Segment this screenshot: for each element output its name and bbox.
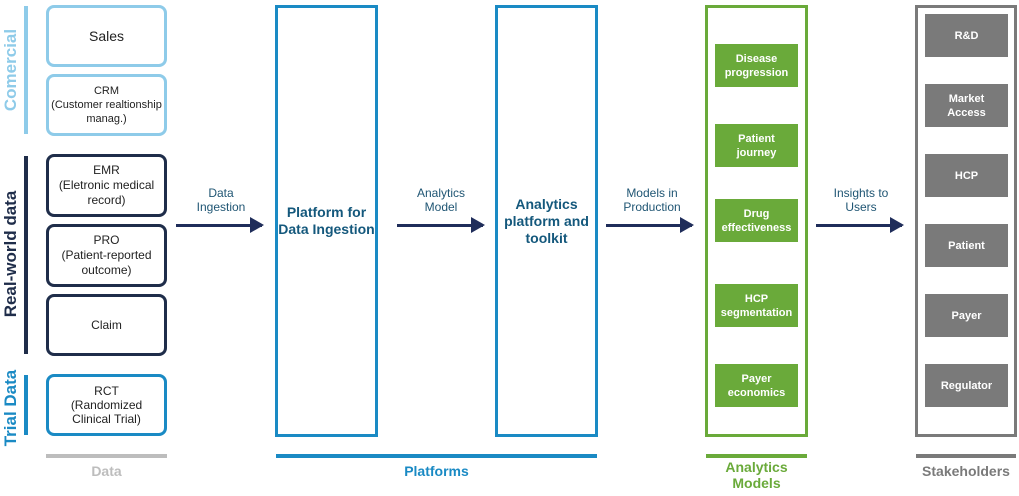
stakeholder-patient: Patient: [925, 224, 1008, 267]
source-crm: CRM (Customer realtionship manag.): [46, 74, 167, 136]
source-title: PRO: [93, 233, 120, 247]
arrow-label-models-in-production: Models in Production: [623, 186, 681, 214]
comercial-group-bar: [24, 6, 28, 134]
comercial-group-label: Comercial: [1, 28, 20, 112]
arrow-analytics-model: [397, 217, 485, 233]
source-title: Claim: [91, 318, 122, 332]
source-subtitle: (Patient-reported outcome): [61, 248, 152, 277]
source-title: EMR: [93, 163, 120, 177]
stakeholders-container: [915, 5, 1017, 437]
source-subtitle: (Randomized Clinical Trial): [70, 398, 143, 426]
arrow-label-data-ingestion: Data Ingestion: [196, 186, 246, 214]
arrow-insights-to-users: [816, 217, 904, 233]
model-patient-journey: Patient journey: [715, 124, 798, 167]
platform-label: Platform for Data Ingestion: [278, 204, 375, 237]
source-emr: EMR(Eletronic medical record): [46, 154, 167, 217]
platform-label: Analytics platform and toolkit: [504, 195, 589, 246]
model-payer-economics: Payer economics: [715, 364, 798, 407]
arrow-label-insights-to-users: Insights to Users: [833, 186, 889, 214]
real-world-group-bar: [24, 156, 28, 354]
analytics-models-footer-bar: [706, 454, 807, 458]
platform-analytics-toolkit: Analytics platform and toolkit: [495, 5, 598, 437]
arrow-models-in-production: [606, 217, 694, 233]
source-subtitle: (Eletronic medical record): [58, 178, 155, 207]
source-pro: PRO(Patient-reported outcome): [46, 224, 167, 287]
source-title: CRM: [93, 85, 120, 97]
model-disease-progression: Disease progression: [715, 44, 798, 87]
stakeholder-regulator: Regulator: [925, 364, 1008, 407]
trial-data-group-bar: [24, 375, 28, 435]
source-sales: Sales: [46, 5, 167, 67]
source-title: Sales: [88, 28, 125, 44]
source-title: RCT: [94, 384, 119, 398]
stakeholder-rnd: R&D: [925, 14, 1008, 57]
arrow-data-ingestion: [176, 217, 264, 233]
data-footer-bar: [46, 454, 167, 458]
trial-data-group-label: Trial Data: [1, 369, 20, 447]
platforms-footer-label: Platforms: [404, 463, 469, 479]
stakeholder-market-access: Market Access: [925, 84, 1008, 127]
platforms-footer-bar: [276, 454, 597, 458]
platform-data-ingestion: Platform for Data Ingestion: [275, 5, 378, 437]
model-drug-effectiveness: Drug effectiveness: [715, 199, 798, 242]
analytics-models-container: [705, 5, 808, 437]
arrow-label-analytics-model: Analytics Model: [416, 186, 466, 214]
stakeholder-payer: Payer: [925, 294, 1008, 337]
model-hcp-segmentation: HCP segmentation: [715, 284, 798, 327]
data-footer-label: Data: [91, 463, 122, 479]
source-subtitle: (Customer realtionship manag.): [51, 99, 162, 125]
stakeholders-footer-bar: [916, 454, 1016, 458]
stakeholders-footer-label: Stakeholders: [922, 463, 1010, 479]
stakeholder-hcp: HCP: [925, 154, 1008, 197]
analytics-models-footer-label: Analytics Models: [725, 459, 788, 491]
source-claim: Claim: [46, 294, 167, 356]
real-world-group-label: Real-world data: [1, 190, 20, 318]
source-rct: RCT(Randomized Clinical Trial): [46, 374, 167, 436]
